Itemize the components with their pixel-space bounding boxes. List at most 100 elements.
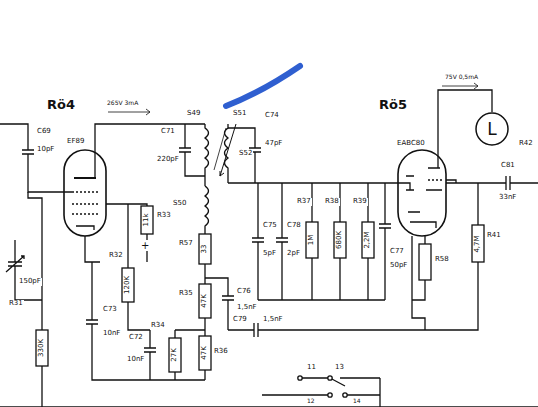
pen-mark <box>226 66 300 106</box>
wire <box>199 234 211 264</box>
wire <box>425 183 478 330</box>
component-label: C71 <box>160 128 176 136</box>
wire <box>0 124 72 192</box>
wire <box>106 204 156 380</box>
component-label: 11 <box>306 364 317 372</box>
wire <box>362 222 374 258</box>
circle-outline <box>476 113 508 145</box>
component-value: 33 <box>201 245 209 254</box>
component-label: EABC80 <box>396 140 426 148</box>
component-value: 11k <box>143 214 151 227</box>
wire <box>328 376 332 380</box>
wire <box>36 330 48 366</box>
wire <box>334 222 346 258</box>
component-value: 120K <box>124 276 132 294</box>
component-label: 12 <box>306 398 316 405</box>
component-label: R42 <box>518 140 534 148</box>
component-value: 47K <box>201 294 209 308</box>
wire <box>95 124 205 178</box>
component-label: 10pF <box>36 146 55 154</box>
component-label: 47pF <box>264 140 283 148</box>
component-label: C69 <box>36 128 52 136</box>
wire <box>220 124 236 176</box>
component-label: R38 <box>324 198 340 206</box>
component-label: R33 <box>156 212 172 220</box>
component-label: R39 <box>352 198 368 206</box>
component-label: + <box>140 240 150 251</box>
component-label: 1,5nF <box>236 304 258 312</box>
wire <box>205 124 209 186</box>
component-label: 265V 3mA <box>106 100 139 107</box>
wire <box>306 222 318 258</box>
component-value: 4,7M <box>474 235 482 252</box>
component-value: 47K <box>201 346 209 360</box>
wire <box>205 278 234 330</box>
component-label: C78 <box>286 222 302 230</box>
component-label: Rö4 <box>46 98 76 112</box>
component-value: 1M <box>308 235 316 246</box>
component-label: S49 <box>186 110 201 118</box>
component-label: R35 <box>178 290 194 298</box>
wire <box>400 183 410 190</box>
component-label: S50 <box>172 200 187 208</box>
wire <box>74 177 96 179</box>
wire <box>406 168 442 212</box>
component-label: 10nF <box>126 356 145 364</box>
component-label: EF89 <box>66 138 85 146</box>
wire <box>410 222 436 228</box>
wire <box>472 225 484 262</box>
component-label: 2pF <box>286 250 301 258</box>
component-label: C76 <box>236 288 252 296</box>
wire <box>141 206 153 234</box>
component-label: R32 <box>108 252 124 260</box>
component-value: 2,2M <box>364 231 372 248</box>
component-label: Rö5 <box>378 98 408 112</box>
wire <box>343 393 347 397</box>
wire <box>228 128 261 183</box>
component-label: R34 <box>150 322 166 330</box>
tube-envelope <box>64 150 106 236</box>
component-label: R31 <box>8 300 24 308</box>
component-label: 50pF <box>389 262 408 270</box>
wire <box>428 179 442 180</box>
component-label: C75 <box>262 222 278 230</box>
component-label: C81 <box>500 162 516 170</box>
wire <box>199 336 211 370</box>
component-label: 220pF <box>156 156 180 164</box>
tube-envelope <box>398 150 446 236</box>
component-label: C77 <box>389 248 405 256</box>
component-label: 5pF <box>262 250 277 258</box>
component-label: R41 <box>486 232 502 240</box>
wire <box>446 176 538 190</box>
wire <box>179 124 205 176</box>
wire <box>0 406 538 407</box>
component-label: 150pF <box>18 278 42 286</box>
component-label: 10nF <box>102 330 121 338</box>
wire <box>252 183 264 300</box>
wire <box>442 83 478 89</box>
wire <box>199 284 211 318</box>
wire <box>258 299 385 300</box>
wire <box>72 191 98 192</box>
wire <box>228 182 400 183</box>
component-label: C74 <box>264 112 280 120</box>
component-label: 33nF <box>498 194 517 202</box>
wire <box>214 128 226 170</box>
wire <box>72 203 98 204</box>
component-value: 27K <box>171 348 179 362</box>
component-value: 330K <box>38 339 46 357</box>
component-label: S52 <box>238 150 253 158</box>
component-label: S51 <box>232 110 247 118</box>
component-label: 75V 0,5mA <box>444 74 479 81</box>
wire <box>76 226 94 230</box>
wire <box>6 240 42 300</box>
wire <box>276 183 288 300</box>
wire <box>312 183 368 300</box>
symbol-letter: L <box>487 119 496 139</box>
wire <box>419 244 431 280</box>
wire <box>122 268 134 302</box>
wire <box>298 376 302 380</box>
